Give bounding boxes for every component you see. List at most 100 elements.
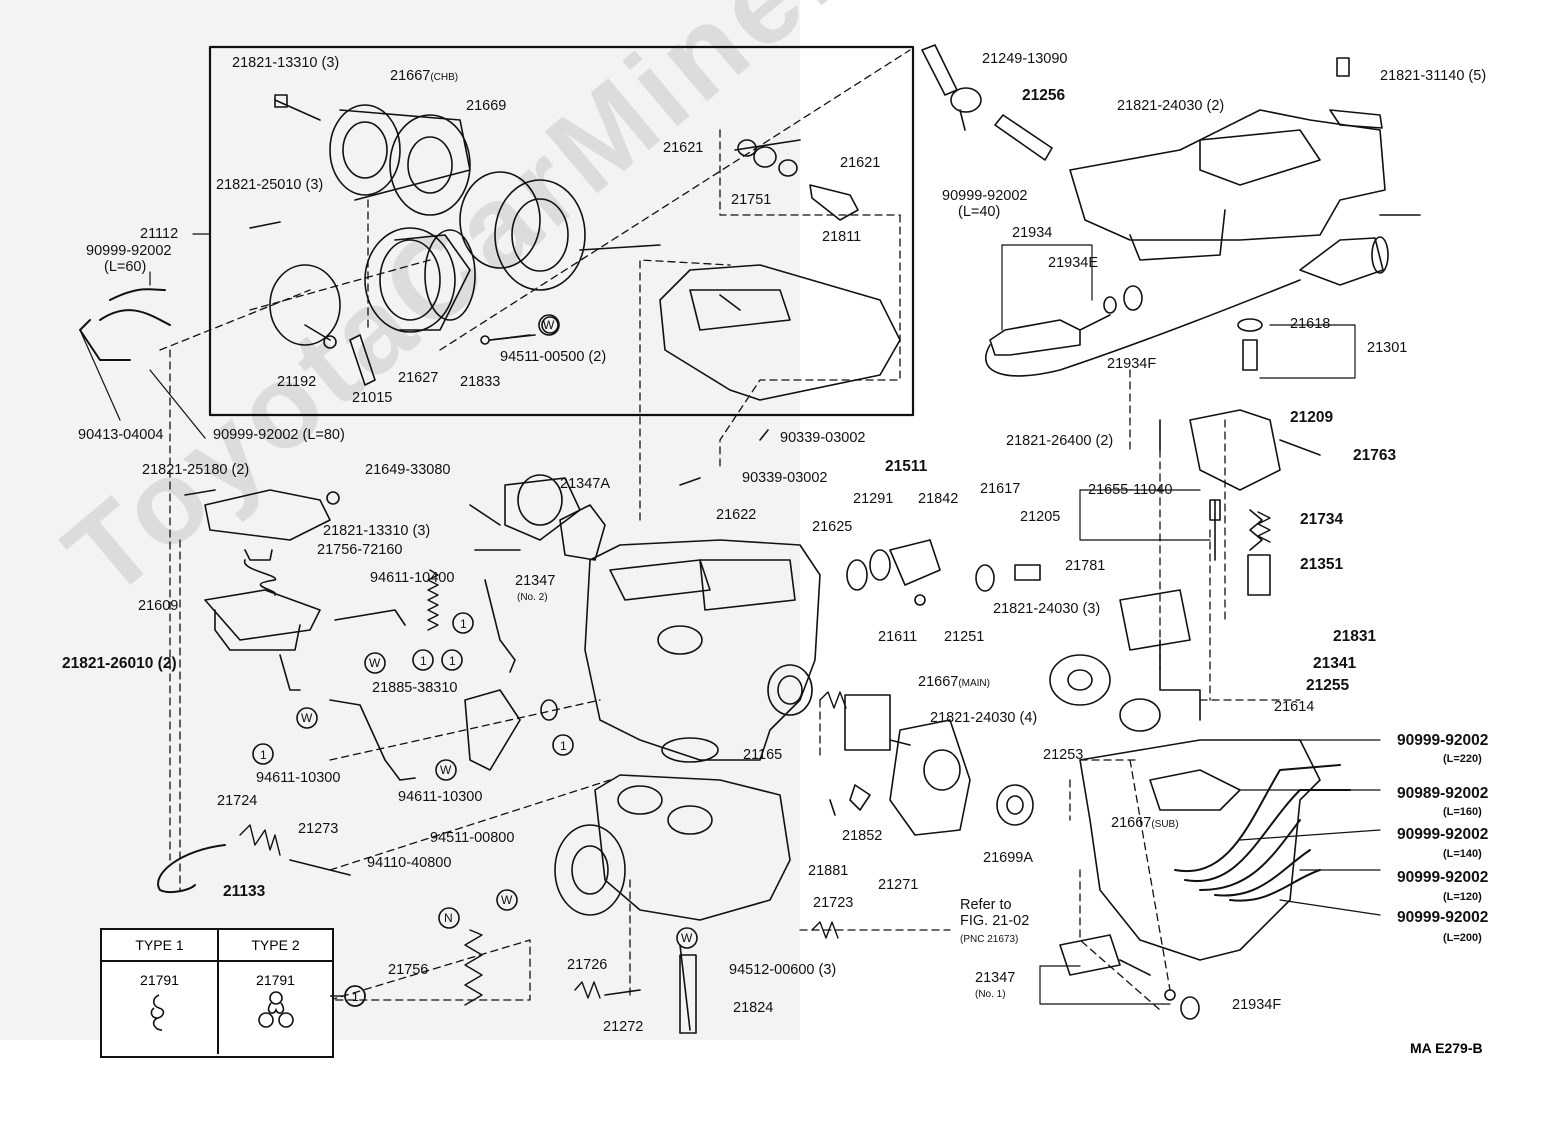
bolts-and-screws	[184, 221, 1161, 1034]
label-21852: 21852	[842, 828, 883, 844]
svg-text:1: 1	[449, 654, 456, 668]
label-21934f-top: 21934F	[1107, 356, 1157, 372]
clip-type-legend: TYPE 1 21791 TYPE 2 21791	[100, 928, 334, 1058]
label-21667-sub-sub: (SUB)	[1151, 819, 1179, 830]
label-21347-no2: 21347	[515, 573, 556, 589]
label-21271: 21271	[878, 877, 919, 893]
label-21821-24030-4: 21821-24030 (4)	[930, 710, 1038, 726]
label-90999-l140a: 90999-92002	[1397, 826, 1489, 843]
svg-text:1: 1	[260, 748, 267, 762]
label-90999-l60b: (L=60)	[104, 259, 147, 275]
label-21256: 21256	[1022, 87, 1066, 104]
label-21934e: 21934E	[1048, 255, 1098, 271]
label-90999-l140b-text: (L=140)	[1443, 848, 1482, 860]
legend-reference-symbol: 1	[330, 985, 366, 1007]
label-21756-72160: 21756-72160	[317, 542, 403, 558]
intake-manifold-outline	[1069, 109, 1386, 261]
label-90999-l80: 90999-92002 (L=80)	[213, 427, 345, 443]
label-21249-13090: 21249-13090	[982, 51, 1068, 67]
label-21351: 21351	[1300, 556, 1344, 573]
label-21609: 21609	[138, 598, 179, 614]
label-21934: 21934	[1012, 225, 1053, 241]
legend-type2-header: TYPE 2	[219, 930, 332, 962]
type2-clip-icon	[258, 991, 294, 1028]
label-90989-l160b: (L=160)	[1443, 803, 1482, 820]
label-21763: 21763	[1353, 447, 1397, 464]
engine-block-outline	[1079, 739, 1321, 961]
label-21724: 21724	[217, 793, 258, 809]
label-21347-no1: 21347	[975, 970, 1016, 986]
label-90989-l160b-text: (L=160)	[1443, 806, 1482, 818]
choke-housing-group-frame	[208, 45, 915, 417]
label-90339-a: 90339-03002	[780, 430, 866, 446]
label-21165: 21165	[743, 747, 783, 763]
label-21821-24030-2: 21821-24030 (2)	[1117, 98, 1225, 114]
label-21272: 21272	[603, 1019, 644, 1035]
carburetor-body-center	[584, 539, 821, 763]
label-94110-40800: 94110-40800	[367, 855, 452, 871]
label-21821-13310-3b: 21821-13310 (3)	[323, 523, 431, 539]
spring-clip-21133	[157, 844, 226, 894]
legend-type1-partno: 21791	[140, 972, 179, 988]
label-94512-00600: 94512-00600 (3)	[729, 962, 837, 978]
label-21821-24030-3: 21821-24030 (3)	[993, 601, 1101, 617]
dashed-leaders	[159, 49, 1301, 1011]
svg-text:1: 1	[352, 990, 359, 1004]
label-21811: 21811	[822, 229, 862, 245]
label-21621b: 21621	[840, 155, 881, 171]
label-21833: 21833	[460, 374, 501, 390]
legend-type1-cell: TYPE 1 21791	[102, 930, 219, 1054]
small-fittings-top	[734, 139, 859, 221]
legend-type2-partno: 21791	[256, 972, 295, 988]
label-90999-l40a: 90999-92002	[942, 188, 1028, 204]
label-90999-l120a: 90999-92002	[1397, 869, 1489, 886]
label-90999-l40b: (L=40)	[958, 204, 1001, 220]
background-panel	[0, 0, 800, 1040]
label-21734: 21734	[1300, 511, 1344, 528]
label-90999-l120b-text: (L=120)	[1443, 891, 1482, 903]
fuel-hoses-left	[79, 288, 171, 361]
label-90999-l200a: 90999-92002	[1397, 909, 1489, 926]
label-21669: 21669	[466, 98, 507, 114]
label-21821-26010: 21821-26010 (2)	[62, 655, 177, 672]
label-21821-31140: 21821-31140 (5)	[1380, 68, 1487, 84]
label-21273: 21273	[298, 821, 339, 837]
label-21015: 21015	[352, 390, 393, 406]
vacuum-hoses-lower-right	[1174, 764, 1351, 902]
label-21622: 21622	[716, 507, 757, 523]
svg-text:W: W	[301, 711, 313, 725]
label-21667-sub-num: 21667	[1111, 815, 1152, 831]
label-21842: 21842	[918, 491, 959, 507]
legend-reference-number: 1	[352, 990, 359, 1004]
label-21301: 21301	[1367, 340, 1408, 356]
label-21751: 21751	[731, 192, 772, 208]
label-21291: 21291	[853, 491, 894, 507]
legend-type1-header: TYPE 1	[102, 930, 217, 962]
accel-pump-parts	[204, 489, 331, 691]
label-21781: 21781	[1065, 558, 1106, 574]
label-21627: 21627	[398, 370, 439, 386]
label-90999-l220b: (L=220)	[1443, 750, 1482, 767]
svg-text:W: W	[543, 318, 555, 332]
label-21347-no2-subtext: (No. 2)	[517, 592, 548, 603]
label-21824: 21824	[733, 1000, 774, 1016]
label-21192: 21192	[277, 374, 317, 390]
label-21821-26400: 21821-26400 (2)	[1006, 433, 1114, 449]
label-21255: 21255	[1306, 677, 1350, 694]
label-90999-l200b: (L=200)	[1443, 929, 1482, 946]
label-21614: 21614	[1274, 699, 1315, 715]
label-90999-l120b: (L=120)	[1443, 888, 1482, 905]
label-90999-l60a: 90999-92002	[86, 243, 172, 259]
label-21667-main-sub: (MAIN)	[958, 678, 990, 689]
label-90999-l200b-text: (L=200)	[1443, 932, 1482, 944]
label-21347-no1-subtext: (No. 1)	[975, 989, 1006, 1000]
choke-opener-parts	[474, 474, 606, 561]
link-rods	[329, 579, 521, 781]
label-21667-chb-sub: (CHB)	[430, 72, 459, 83]
secondary-valve-assembly	[1049, 589, 1201, 732]
label-21621a: 21621	[663, 140, 704, 156]
label-90339-b: 90339-03002	[742, 470, 828, 486]
label-21133: 21133	[223, 883, 266, 900]
label-21655-11040: 21655-11040	[1088, 482, 1173, 498]
